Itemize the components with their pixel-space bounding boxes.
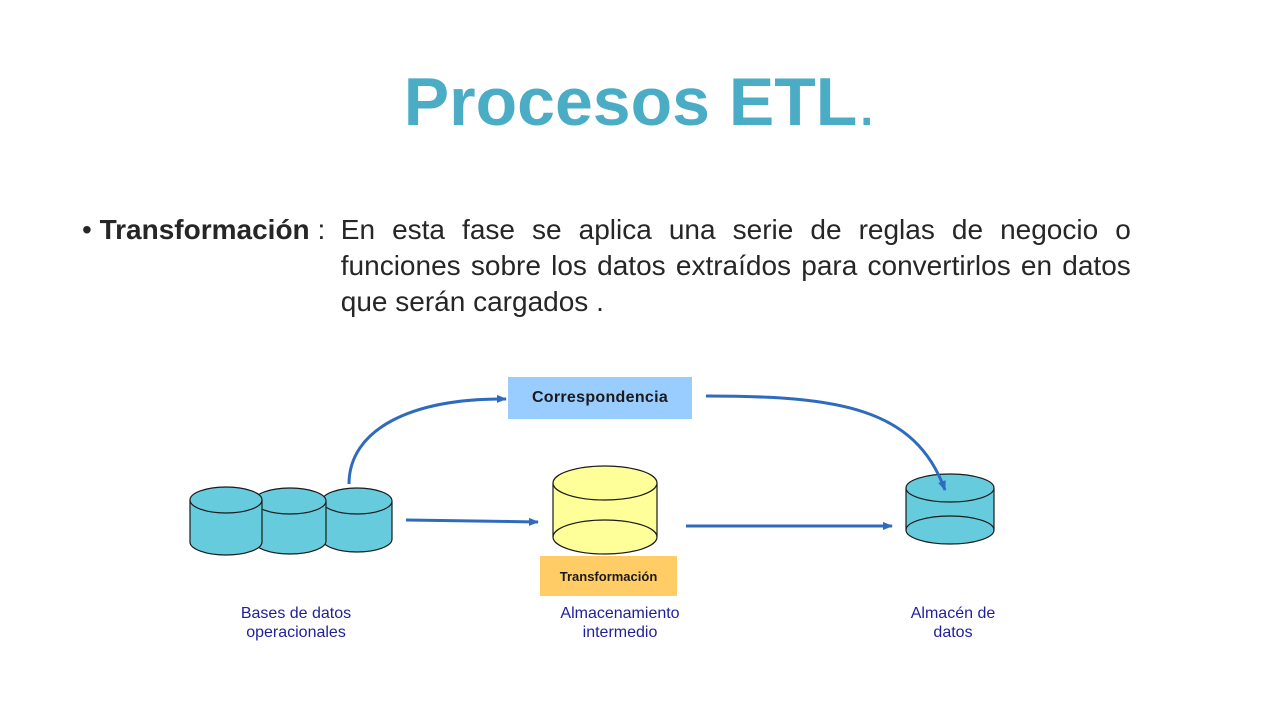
bullet-transformacion: • Transformación : En esta fase se aplic… <box>82 212 1182 320</box>
cylinder-back <box>321 487 393 553</box>
arrow-correspondencia-to-almacen <box>705 394 947 491</box>
bullet-description: En esta fase se aplica una serie de regl… <box>340 214 1131 317</box>
operational-databases-icon <box>189 486 393 556</box>
bullet-term: Transformación <box>99 214 310 245</box>
bullet-row: • Transformación : En esta fase se aplic… <box>82 212 1182 320</box>
data-warehouse-icon <box>905 473 995 545</box>
intermediate-storage-icon <box>552 465 658 555</box>
label-almacenamiento-intermedio: Almacenamiento intermedio <box>560 605 680 641</box>
cylinder-front <box>189 486 263 556</box>
arrow-bases-to-correspondencia <box>347 394 507 485</box>
slide-title: Procesos ETL. <box>0 62 1280 142</box>
arrow-bases-to-intermedio <box>405 517 539 526</box>
bullet-separator: : <box>317 214 326 245</box>
correspondencia-box: Correspondencia <box>508 377 692 419</box>
label-bases-de-datos: Bases de datos operacionales <box>240 605 352 641</box>
label-almacen-de-datos: Almacén de datos <box>910 605 996 641</box>
slide-title-period: . <box>857 64 877 140</box>
cylinder-middle <box>253 487 327 555</box>
bullet-marker: • <box>82 214 92 245</box>
slide-title-text: Procesos ETL <box>403 64 858 140</box>
transformacion-box: Transformación <box>540 556 677 596</box>
bullet-lead: • Transformación : <box>82 212 341 320</box>
